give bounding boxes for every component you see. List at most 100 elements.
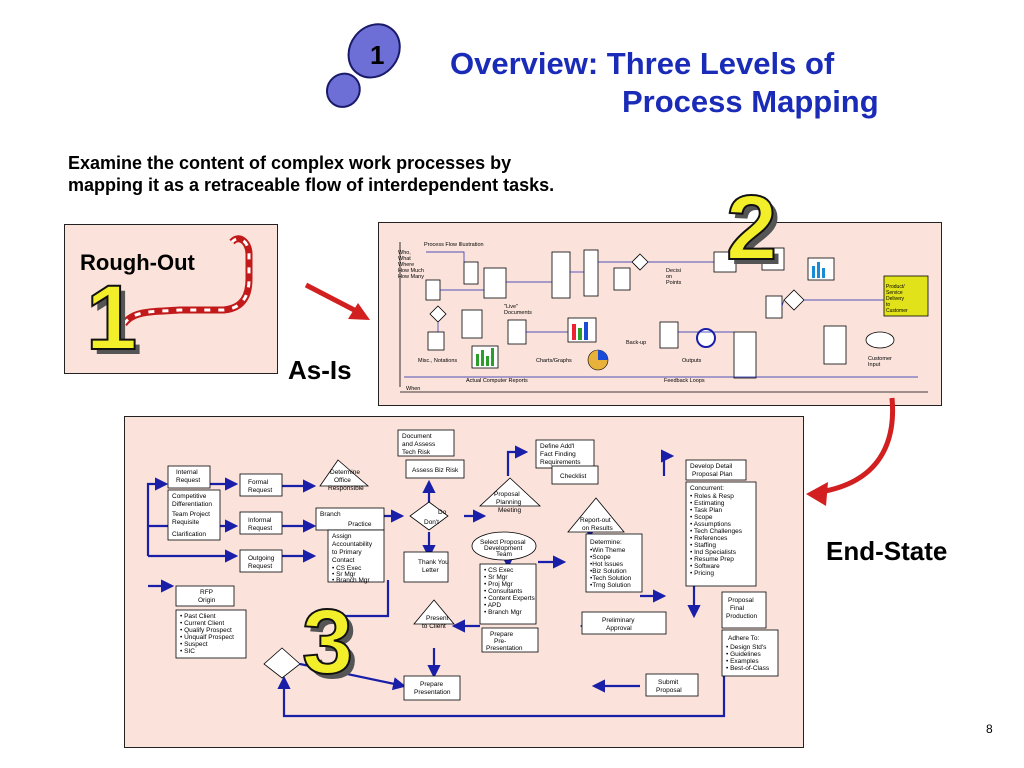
formal-request-2: Request — [248, 487, 272, 494]
concurrent-item-9: • Ind Specialists — [690, 549, 737, 556]
preliminary-1: Preliminary — [602, 617, 635, 624]
select-team-3: Team — [496, 551, 512, 558]
present-client-1: Present — [426, 615, 449, 622]
proposal-final-2: Final — [730, 605, 745, 612]
footprint-icon: 1 — [325, 23, 401, 108]
concurrent-item-12: • Pricing — [690, 570, 714, 577]
clarification: Clarification — [172, 531, 206, 538]
determine-item-6: •Trng Solution — [590, 582, 631, 589]
title-line2: Process Mapping — [622, 84, 879, 119]
numeral-1: 1 — [85, 267, 138, 369]
determine-item-5: •Tech Solution — [590, 575, 632, 582]
step-number: 1 — [370, 40, 384, 70]
subtitle-line2: mapping it as a retraceable flow of inte… — [68, 175, 555, 195]
determine-office-2: Office — [334, 477, 351, 484]
concurrent-item-3: • Task Plan — [690, 507, 723, 514]
numeral-2: 2 — [725, 177, 778, 279]
subtitle-line1: Examine the content of complex work proc… — [68, 153, 512, 173]
prepare-pre-1: Prepare — [490, 631, 514, 638]
numeral-3: 3 — [301, 591, 354, 693]
prepare-pres-2: Presentation — [414, 689, 451, 696]
planning-1: Proposal — [494, 491, 520, 498]
formal-request-1: Formal — [248, 479, 269, 486]
prepare-pre-2: Pre- — [494, 638, 506, 645]
concurrent-item-5: • Assumptions — [690, 521, 732, 528]
prepare-pres-1: Prepare — [420, 681, 444, 688]
concurrent-item-2: • Estimating — [690, 500, 725, 507]
adhere-item-3: • Examples — [726, 658, 759, 665]
assign-2: Accountability — [332, 541, 373, 548]
define-addl-3: Requirements — [540, 459, 581, 466]
present-client-2: to Client — [422, 623, 446, 630]
product-3: Delivery — [886, 296, 905, 302]
define-addl-2: Fact Finding — [540, 451, 576, 458]
concurrent-item-4: • Scope — [690, 514, 713, 521]
rfp-item-5: • Suspect — [180, 641, 208, 648]
rfp-item-2: • Current Client — [180, 620, 224, 627]
determine-item-4: •Biz Solution — [590, 568, 627, 575]
decision-1: Decisi — [666, 268, 681, 274]
concurrent-item-11: • Software — [690, 563, 720, 570]
rfp-item-3: • Qualify Prospect — [180, 627, 232, 634]
arrow-right-icon — [304, 282, 370, 320]
proposal-final-3: Production — [726, 613, 757, 620]
rough-out-path — [121, 235, 253, 327]
internal-request-2: Request — [176, 477, 200, 484]
assign-1: Assign — [332, 533, 352, 540]
when-label: When — [406, 386, 420, 392]
rfp-origin-2: Origin — [198, 597, 216, 604]
assign-item-3: • Branch Mgr — [332, 577, 371, 584]
product-4: to — [886, 302, 890, 308]
preliminary-2: Approval — [606, 625, 632, 632]
define-addl-1: Define Add'l — [540, 443, 575, 450]
do-label: Do — [438, 509, 447, 516]
rfp-item-4: • Unqualf Prospect — [180, 634, 234, 641]
select-team-1: Select Proposal — [480, 539, 526, 546]
charts-label: Charts/Graphs — [536, 358, 572, 364]
customer-input-1: Customer — [868, 356, 892, 362]
customer-input-2: Input — [868, 362, 881, 368]
live-docs-1: "Live" — [504, 304, 518, 310]
rough-out-label: Rough-Out — [80, 250, 195, 275]
adhere-item-4: • Best-of-Class — [726, 665, 770, 672]
concurrent-item-1: • Roles & Resp — [690, 493, 734, 500]
team-item-3: • Proj Mgr — [484, 581, 513, 588]
thank-you-2: Letter — [422, 567, 439, 574]
practice-label: Practice — [348, 521, 372, 528]
as-is-diagram: Process Flow Illustration Who, What Wher… — [398, 242, 929, 393]
team-item-6: • APD — [484, 602, 501, 609]
concurrent-item-6: • Tech Challenges — [690, 528, 743, 535]
product-5: Customer — [886, 308, 908, 314]
dont-label: Don't — [424, 519, 439, 526]
informal-request-2: Request — [248, 525, 272, 532]
arrow-curve-icon — [806, 397, 896, 506]
actual-reports-label: Actual Computer Reports — [466, 378, 528, 384]
report-out-2: on Results — [582, 525, 613, 532]
branch-label: Branch — [320, 511, 341, 518]
backup-label: Back-up — [626, 340, 646, 346]
adhere-item-2: • Guidelines — [726, 651, 762, 658]
team-item-4: • Consultants — [484, 588, 523, 595]
page-number: 8 — [986, 722, 993, 736]
determine-item-2: •Scope — [590, 554, 611, 561]
doc-assess-3: Tech Risk — [402, 449, 431, 456]
prepare-pre-3: Presentation — [486, 645, 523, 652]
team-item-2: • Sr Mgr — [484, 574, 508, 581]
adhere-item-1: • Design Std's — [726, 644, 767, 651]
outgoing-request-1: Outgoing — [248, 555, 275, 562]
internal-request-1: Internal — [176, 469, 198, 476]
team-project-2: Requisite — [172, 519, 199, 526]
assign-4: Contact — [332, 557, 355, 564]
team-project-1: Team Project — [172, 511, 210, 518]
determine-label: Determine: — [590, 539, 622, 546]
product-2: Service — [886, 290, 903, 296]
thank-you-1: Thank You — [418, 559, 449, 566]
submit-1: Submit — [658, 679, 678, 686]
competitive-2: Differentiation — [172, 501, 212, 508]
team-item-1: • CS Exec — [484, 567, 514, 574]
informal-request-1: Informal — [248, 517, 272, 524]
determine-office-1: Determine — [330, 469, 360, 476]
rfp-origin-1: RFP — [200, 589, 213, 596]
assign-item-2: • Sr Mgr — [332, 571, 356, 578]
assess-biz: Assess Biz Risk — [412, 467, 459, 474]
